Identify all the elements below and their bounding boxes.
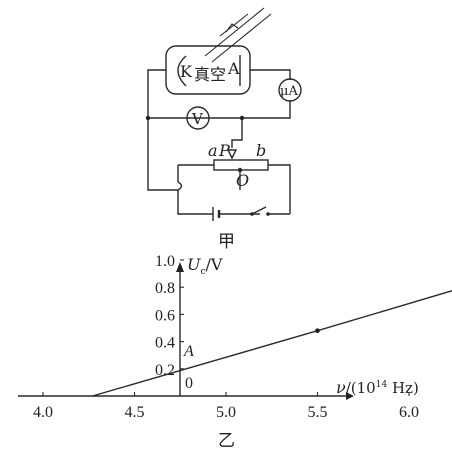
circuit-wires xyxy=(147,69,291,215)
circuit-diagram: K 真空 A μA xyxy=(145,7,302,252)
x-tick-label: 4.0 xyxy=(33,404,53,421)
x-axis-arrow xyxy=(346,392,354,400)
y-axis-label: Uc/V xyxy=(187,255,223,277)
tube-k-label: K xyxy=(180,62,193,81)
switch xyxy=(250,206,270,216)
rheostat xyxy=(213,149,269,171)
point-a-label: A xyxy=(183,343,194,360)
y-tick-label: 0.8 xyxy=(155,280,175,297)
x-axis-label-exp: 14 xyxy=(376,380,388,390)
tube-a-label: A xyxy=(227,59,240,78)
x-axis-label-var: ν xyxy=(336,378,346,397)
junction-dot xyxy=(145,115,151,121)
rheostat-b-label: b xyxy=(256,141,266,160)
light-beam xyxy=(204,7,272,63)
microammeter xyxy=(278,78,302,102)
data-series xyxy=(92,290,452,397)
figure-caption-jia: 甲 xyxy=(218,232,235,252)
point-a-marker xyxy=(315,328,320,334)
y-axis-label-main: U xyxy=(187,255,201,274)
tube-vacuum-label: 真空 xyxy=(194,65,226,84)
y-tick-label: 1.0 xyxy=(155,253,175,270)
uc-nu-graph: 4.04.55.05.56.06.57.01.00.80.60.40.2 Uc/… xyxy=(18,253,452,451)
rheostat-p-label: P xyxy=(218,141,230,160)
x-tick-label: 6.0 xyxy=(399,404,419,421)
y-tick-label: 0.6 xyxy=(155,307,175,324)
x-tick-label: 5.5 xyxy=(308,404,328,421)
x-tick-label: 4.5 xyxy=(125,404,145,421)
x-axis-label-close: Hz) xyxy=(387,379,419,397)
y-axis-label-unit: /V xyxy=(206,255,223,274)
x-axis-label-open: /(10 xyxy=(346,379,376,397)
junction-dot xyxy=(239,115,245,121)
origin-label: 0 xyxy=(185,375,193,392)
y-tick-label: 0.2 xyxy=(155,362,175,379)
microammeter-label: μA xyxy=(280,84,298,99)
figure-caption-yi: 乙 xyxy=(218,431,235,451)
voltmeter xyxy=(186,106,210,130)
rheostat-a-label: a xyxy=(208,141,218,160)
y-axis-label-sub: c xyxy=(200,267,205,277)
center-o-label: O xyxy=(236,171,249,190)
x-tick-label: 5.0 xyxy=(216,404,236,421)
y-axis-arrow xyxy=(176,262,184,272)
axis-ticks: 4.04.55.05.56.06.57.01.00.80.60.40.2 xyxy=(33,253,419,421)
battery xyxy=(212,207,221,221)
x-axis-label: ν/(1014 Hz) xyxy=(336,378,419,397)
y-tick-label: 0.4 xyxy=(155,335,175,352)
voltmeter-label: V xyxy=(191,110,204,128)
